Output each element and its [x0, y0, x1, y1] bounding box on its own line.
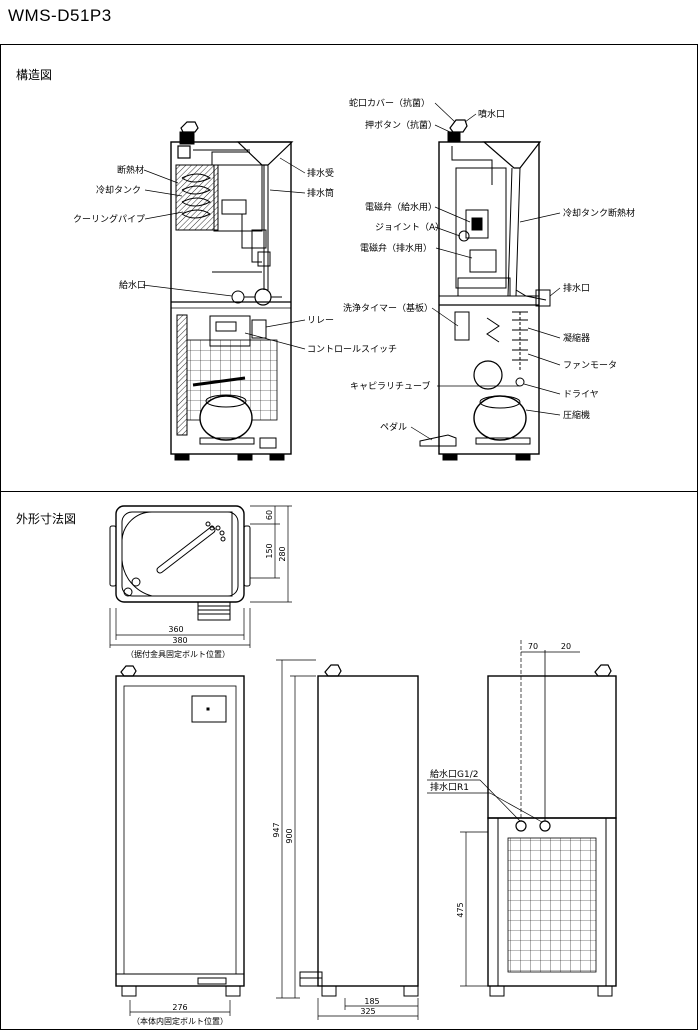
dim-380: 380: [172, 636, 187, 645]
right-unit-leaders: [410, 102, 561, 441]
front-view-dimensions: [129, 1000, 231, 1016]
rear-view-dimensions: [427, 640, 580, 987]
top-view: [109, 505, 251, 621]
outlet-spec: 排水口R1: [430, 781, 469, 793]
label-insulation: 断熱材: [117, 164, 144, 176]
label-water-inlet: 給水口: [119, 279, 146, 291]
label-cleaning-timer: 洗浄タイマー（基板）: [343, 302, 433, 314]
inlet-spec: 給水口G1/2: [430, 768, 478, 780]
label-relay: リレー: [307, 316, 334, 326]
top-view-dimensions: [109, 505, 292, 648]
right-unit-labels: 蛇口カバー（抗菌） 噴水口 押ボタン（抗菌） 電磁弁（給水用） ジョイント（A）…: [343, 97, 635, 433]
label-cooling-pipe: クーリングパイプ: [73, 213, 145, 225]
body-bolt-note: （本体内固定ボルト位置）: [132, 1016, 228, 1026]
right-unit-structure: [419, 119, 551, 461]
dim-185: 185: [364, 997, 379, 1006]
front-view: [115, 665, 245, 997]
front-view-dim-text: 276 （本体内固定ボルト位置）: [132, 1003, 228, 1026]
label-drain-tube: 排水筒: [307, 187, 334, 199]
rear-view-dim-text: 70 20 給水口G1/2 排水口R1 475: [430, 642, 571, 918]
label-cooling-tank: 冷却タンク: [96, 184, 141, 196]
label-pedal: ペダル: [380, 421, 407, 433]
dim-20: 20: [561, 642, 571, 651]
dim-280: 280: [278, 546, 287, 561]
label-drain-receiver: 排水受: [307, 167, 334, 179]
dim-150: 150: [265, 543, 274, 558]
rear-view: [487, 650, 617, 997]
drawing-frame: [0, 44, 698, 1030]
bracket-bolt-note: （据付金具固定ボルト位置）: [126, 649, 230, 659]
model-name: WMS-D51P3: [8, 6, 112, 25]
side-view-dimensions: [276, 659, 419, 1020]
label-solenoid-drain: 電磁弁（排水用）: [360, 242, 432, 254]
label-capillary-tube: キャピラリチューブ: [350, 380, 430, 392]
label-condenser: 凝縮器: [563, 332, 590, 344]
left-unit-structure: [170, 121, 294, 461]
dim-325: 325: [360, 1007, 375, 1016]
section-divider: [0, 491, 698, 492]
label-joint-a: ジョイント（A）: [375, 222, 444, 233]
side-view-dim-text: 947 900 185 325: [272, 822, 380, 1016]
label-drain-outlet: 排水口: [563, 282, 590, 294]
label-tank-insulation: 冷却タンク断熱材: [563, 207, 635, 219]
label-faucet-cover: 蛇口カバー（抗菌）: [349, 97, 430, 109]
dim-276: 276: [172, 1003, 187, 1012]
dim-70: 70: [528, 642, 538, 651]
structure-section-title: 構造図: [16, 68, 53, 82]
top-view-dim-text: 360 380 （据付金具固定ボルト位置） 60 150 280: [126, 510, 287, 659]
left-unit-labels: 断熱材 冷却タンク クーリングパイプ 給水口 排水受 排水筒 リレー コントロー…: [73, 164, 397, 355]
side-view: [299, 664, 419, 997]
label-control-switch: コントロールスイッチ: [307, 344, 397, 355]
label-solenoid-supply: 電磁弁（給水用）: [365, 201, 437, 213]
dim-947: 947: [272, 822, 281, 837]
dim-475: 475: [456, 902, 465, 917]
label-spout: 噴水口: [478, 108, 505, 120]
dim-900: 900: [285, 828, 294, 843]
label-dryer: ドライヤ: [563, 389, 599, 400]
label-fan-motor: ファンモータ: [563, 360, 617, 371]
dim-60: 60: [265, 510, 274, 520]
left-unit-leaders: [142, 157, 306, 350]
dimensions-section-title: 外形寸法図: [16, 512, 77, 526]
dim-360: 360: [168, 625, 183, 634]
label-push-button: 押ボタン（抗菌）: [365, 119, 437, 131]
label-compressor: 圧縮機: [563, 409, 590, 421]
